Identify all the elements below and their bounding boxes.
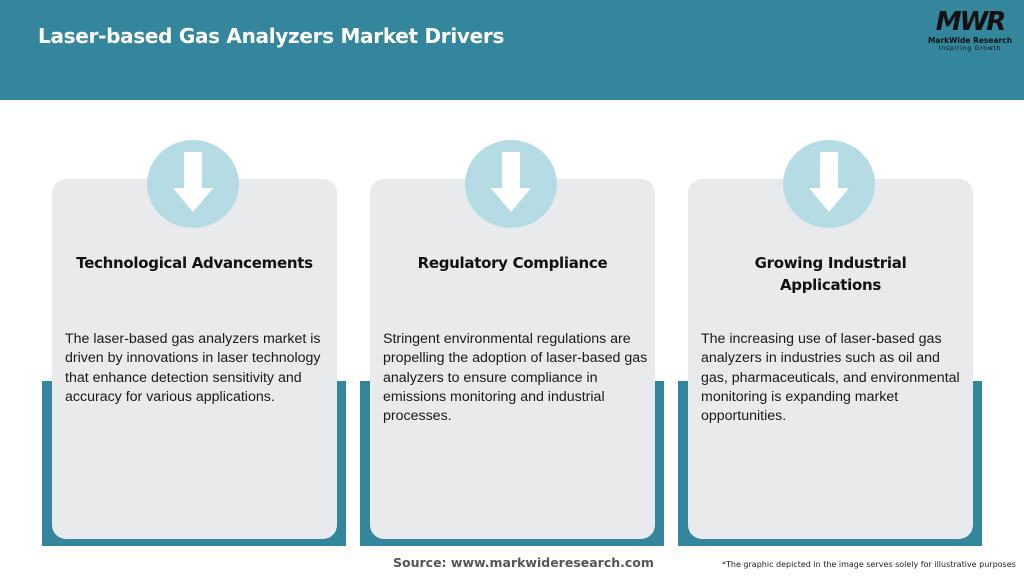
card-description: Stringent environmental regulations are … (383, 331, 648, 425)
logo-mark: MWR (935, 7, 1007, 37)
arrow-down-icon (147, 140, 239, 228)
arrow-down-icon (465, 140, 557, 228)
card-title: Regulatory Compliance (417, 254, 608, 272)
card-panel (52, 179, 337, 539)
arrow-down-icon (783, 140, 875, 228)
page-title: Laser-based Gas Analyzers Market Drivers (38, 24, 505, 48)
card-title: Technological Advancements (76, 254, 313, 272)
driver-card-regulatory: Regulatory Compliance Stringent environm… (360, 140, 664, 550)
disclaimer-note: *The graphic depicted in the image serve… (722, 560, 1016, 569)
header-banner: Laser-based Gas Analyzers Market Drivers… (0, 0, 1024, 100)
card-description: The increasing use of laser-based gas an… (701, 331, 960, 425)
logo-name: MarkWide Research (927, 36, 1013, 45)
driver-card-industrial: Growing Industrial Applications The incr… (678, 140, 982, 550)
card-panel (688, 179, 973, 539)
source-credit: Source: www.markwideresearch.com (393, 555, 654, 570)
logo-tagline: Inspiring Growth (938, 45, 1002, 52)
card-panel (370, 179, 655, 539)
logo: MWR MarkWide Research Inspiring Growth (920, 8, 1020, 58)
card-title: Growing Industrial Applications (754, 254, 907, 294)
driver-card-technological: Technological Advancements The laser-bas… (42, 140, 346, 550)
card-description: The laser-based gas analyzers market is … (65, 331, 321, 405)
